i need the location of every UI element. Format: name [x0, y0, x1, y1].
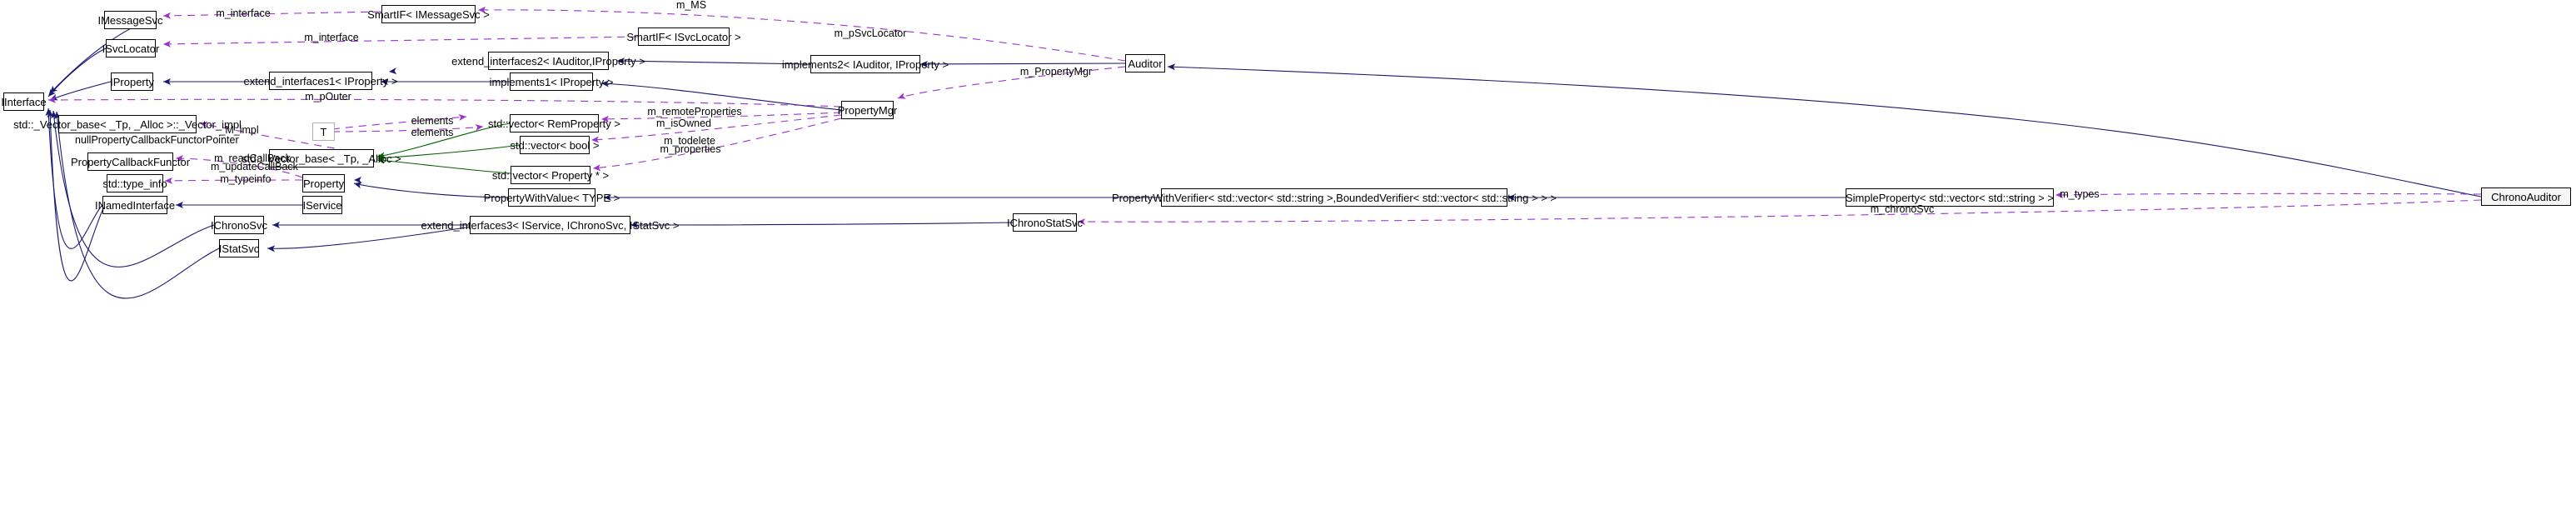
class-node-extend3[interactable]: extend_interfaces3< IService, IChronoSvc…: [421, 216, 680, 234]
class-node-SmartIFISvcLocator[interactable]: SmartIF< ISvcLocator >: [626, 28, 741, 46]
class-node-ISvcLocator[interactable]: ISvcLocator: [102, 39, 159, 58]
class-node-ChronoAuditor[interactable]: ChronoAuditor: [2481, 188, 2571, 206]
edge-label-m_updateCallBack: m_updateCallBack: [211, 161, 298, 172]
edge-label-m_pSvcLocator: m_pSvcLocator: [834, 28, 907, 39]
edge-label-m_properties: m_properties: [660, 143, 721, 155]
class-node-IStatSvc[interactable]: IStatSvc: [219, 239, 259, 258]
class-node-vecBool[interactable]: std::vector< bool >: [511, 136, 599, 154]
edge-label-nullPropertyCallbackFunctorPointer: nullPropertyCallbackFunctorPointer: [75, 134, 239, 146]
class-node-SmartIFIMessageSvc[interactable]: SmartIF< IMessageSvc >: [367, 5, 490, 23]
edge-label-m_typeinfo: m_typeinfo: [220, 173, 272, 185]
class-node-IChronoStatSvc[interactable]: IChronoStatSvc: [1007, 213, 1083, 232]
class-node-T[interactable]: T: [312, 122, 335, 141]
class-node-Auditor[interactable]: Auditor: [1125, 54, 1165, 72]
class-node-IChronoSvc[interactable]: IChronoSvc: [211, 216, 267, 234]
class-node-typeinfo[interactable]: std::type_info: [102, 174, 167, 192]
class-node-extend1[interactable]: extend_interfaces1< IProperty >: [244, 72, 398, 90]
class-node-IMessageSvc[interactable]: IMessageSvc: [97, 11, 163, 29]
edge-label-m_types: m_types: [2060, 188, 2100, 200]
edge-label-m_interface_2: m_interface: [304, 32, 359, 43]
class-node-IService[interactable]: IService: [302, 196, 342, 214]
edge-label-m_MS: m_MS: [675, 0, 707, 11]
edge-label-m_chronoSvc: m_chronoSvc: [1870, 203, 1935, 215]
class-node-implements1[interactable]: implements1< IProperty >: [490, 72, 613, 91]
class-node-INamedInterface[interactable]: INamedInterface: [95, 196, 175, 214]
class-node-PropertyWithValue[interactable]: PropertyWithValue< TYPE >: [484, 188, 620, 207]
edge-label-elements_1: elements: [411, 115, 454, 127]
edge-label-m_remoteProperties: m_remoteProperties: [647, 106, 742, 118]
class-node-Property[interactable]: Property: [302, 174, 345, 192]
edge-label-m_isOwned: m_isOwned: [656, 118, 711, 129]
class-node-vecRemProperty[interactable]: std::vector< RemProperty >: [488, 114, 620, 132]
class-node-implements2[interactable]: implements2< IAuditor, IProperty >: [782, 55, 949, 73]
inheritance-edges: [45, 19, 2482, 299]
class-node-PropertyMgr[interactable]: PropertyMgr: [838, 101, 897, 119]
class-node-PropertyCallbackFunctor[interactable]: PropertyCallbackFunctor: [71, 152, 190, 171]
class-node-extend2[interactable]: extend_interfaces2< IAuditor,IProperty >: [451, 52, 645, 70]
class-node-VectorImpl[interactable]: std::_Vector_base< _Tp, _Alloc >::_Vecto…: [13, 115, 242, 133]
class-node-IInterface[interactable]: IInterface: [1, 92, 47, 111]
edge-label-m_interface_1: m_interface: [216, 8, 271, 19]
edge-label-m_PropertyMgr: m_PropertyMgr: [1019, 66, 1093, 78]
edge-label-elements_2: elements: [411, 127, 454, 138]
class-node-vecPropertyPtr[interactable]: std::vector< Property * >: [492, 166, 609, 184]
class-node-IProperty[interactable]: IProperty: [110, 72, 154, 91]
class-node-PropertyWithVerifier[interactable]: PropertyWithVerifier< std::vector< std::…: [1112, 188, 1557, 207]
edge-label-m_pOuter: m_pOuter: [305, 91, 351, 102]
